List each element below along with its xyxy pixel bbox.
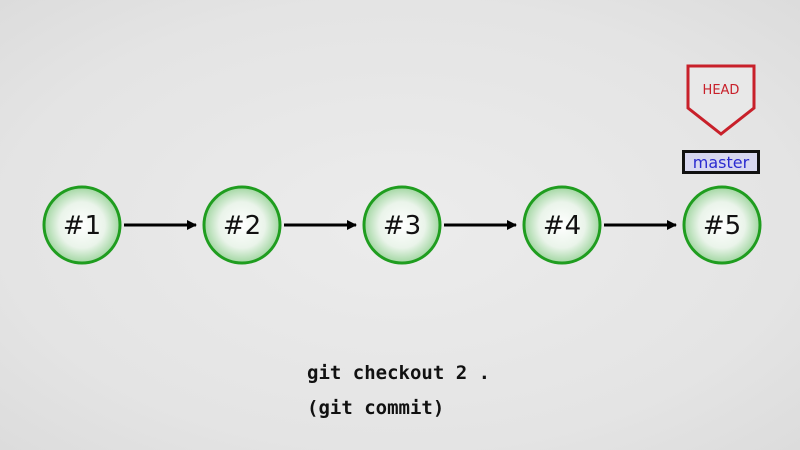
commit-label: #3 [383,211,421,241]
branch-label-master: master [682,150,760,174]
head-pointer: HEAD [686,64,756,136]
commit-node-4: #4 [522,185,602,265]
commit-label: #5 [703,211,741,241]
commit-label: #2 [223,211,261,241]
head-label: HEAD [703,83,740,98]
commit-label: #1 [63,211,101,241]
commit-node-3: #3 [362,185,442,265]
commit-node-1: #1 [42,185,122,265]
branch-label-text: master [692,152,750,172]
commit-node-2: #2 [202,185,282,265]
command-line-2: (git commit) [307,397,445,419]
commit-node-5: #5 [682,185,762,265]
command-line-1: git checkout 2 . [307,362,491,384]
commit-label: #4 [543,211,581,241]
